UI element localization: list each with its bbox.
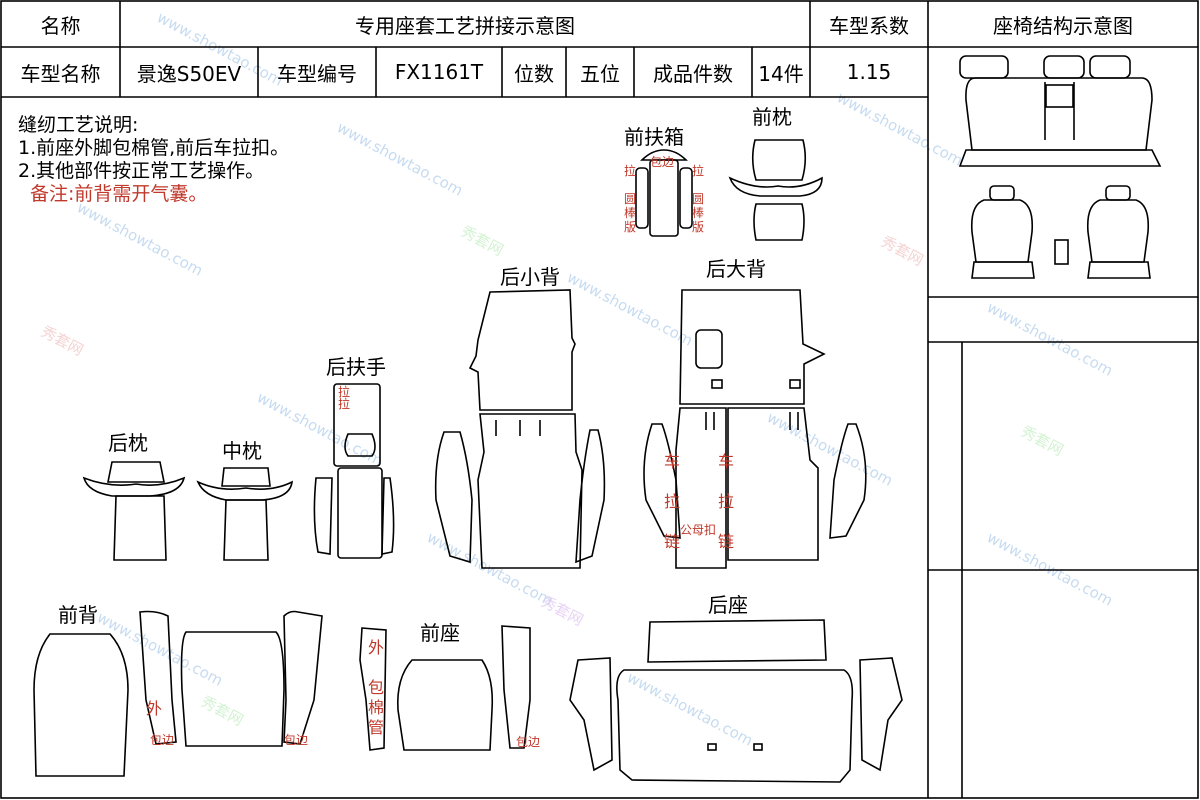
mark-wrap-edge-back-left: 包边 (150, 733, 175, 747)
mark-zipper-left: 车拉链 (663, 452, 680, 551)
coef-value: 1.15 (846, 60, 892, 84)
label-rear-big-back: 后大背 (706, 257, 766, 281)
mark-wrap-edge-seat: 包边 (516, 735, 541, 749)
label-front-armrest: 前扶箱 (624, 125, 684, 149)
mark-pull-left: 拉圆棒版 (623, 164, 636, 234)
mark-snap: 公母扣 (680, 523, 717, 537)
mark-wrap-edge-back-right: 包边 (284, 733, 309, 747)
model-name-value: 景逸S50EV (136, 61, 242, 86)
pieces-value: 14件 (758, 61, 804, 86)
model-code-value: FX1161T (394, 60, 484, 84)
mark-cotton-tube: 外包棉管 (367, 638, 384, 737)
seats-value: 五位 (580, 61, 620, 86)
label-rear-armrest: 后扶手 (326, 355, 386, 379)
notes-title: 缝纫工艺说明: (18, 114, 139, 136)
pieces-label: 成品件数 (653, 61, 733, 86)
mark-armrest-pull-2: 拉 (338, 397, 351, 411)
mark-zipper-right: 车拉链 (717, 452, 734, 551)
label-front-headrest: 前枕 (752, 105, 792, 129)
notes-remark: 备注:前背需开气囊。 (30, 183, 208, 205)
notes-line-2: 2.其他部件按正常工艺操作。 (18, 160, 265, 182)
diagram-label-cell: 座椅结构示意图 (993, 13, 1133, 38)
name-label-cell: 名称 (40, 13, 81, 38)
model-name-label: 车型名称 (20, 61, 101, 86)
label-rear-seat: 后座 (708, 593, 748, 617)
mark-pull-right: 拉圆棒版 (691, 164, 704, 234)
mark-wrap-edge: 包边 (650, 155, 675, 169)
sewing-notes: 缝纫工艺说明: 1.前座外脚包棉管,前后车拉扣。 2.其他部件按正常工艺操作。 … (18, 114, 289, 206)
label-mid-headrest: 中枕 (222, 439, 262, 463)
label-rear-headrest: 后枕 (108, 431, 148, 455)
seats-label: 位数 (514, 61, 554, 86)
model-code-label: 车型编号 (277, 61, 357, 86)
notes-line-1: 1.前座外脚包棉管,前后车拉扣。 (18, 137, 290, 159)
mark-outer-back: 外 (146, 699, 163, 718)
label-front-seat: 前座 (420, 621, 460, 645)
label-front-back: 前背 (58, 603, 98, 627)
coef-label-cell: 车型系数 (829, 13, 909, 38)
sheet-title: 专用座套工艺拼接示意图 (355, 13, 575, 38)
label-rear-small-back: 后小背 (500, 265, 560, 289)
mark-armrest-pull: 拉 (338, 385, 351, 399)
